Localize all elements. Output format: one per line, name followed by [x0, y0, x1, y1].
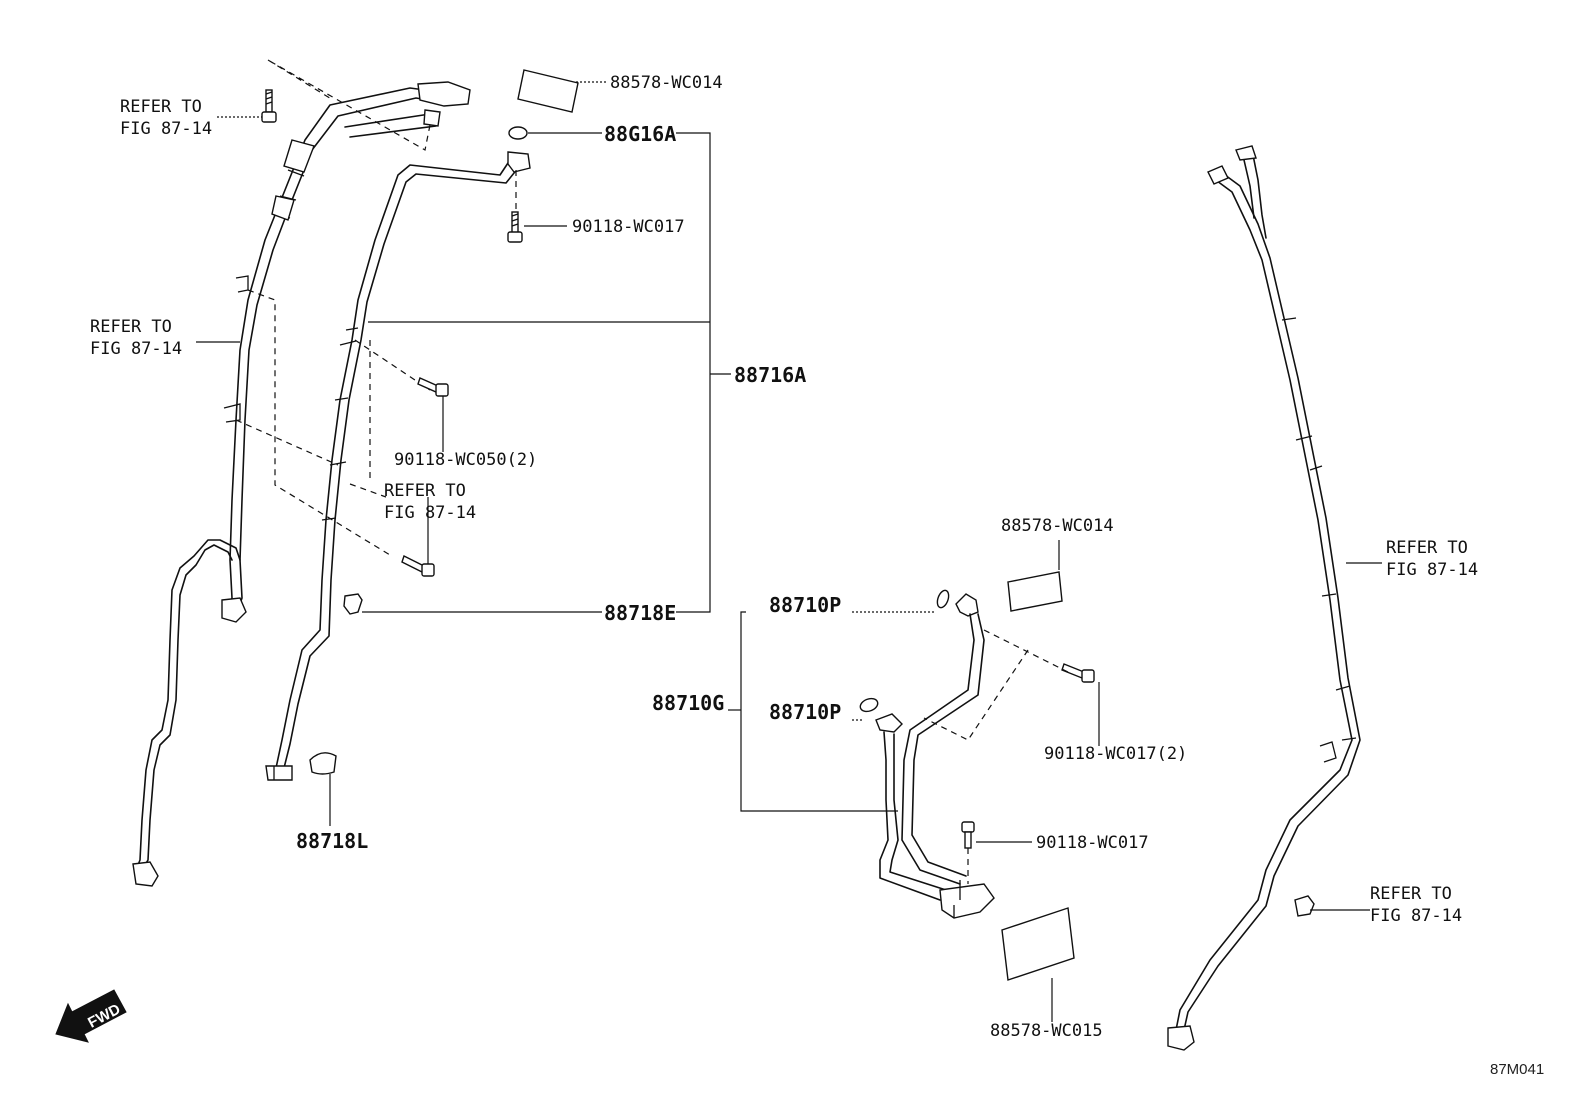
o-ring-icon — [936, 589, 950, 609]
part-number-label: 88578-WC014 — [1001, 516, 1114, 536]
bolt-icon — [417, 377, 449, 397]
part-number-label: 88710P — [769, 700, 841, 724]
gasket-sheet-icon — [1007, 571, 1063, 612]
part-number-label: 88718E — [604, 601, 676, 625]
part-number-label: 88578-WC014 — [610, 73, 723, 93]
part-number-label: 88G16A — [604, 122, 676, 146]
refer-label: REFER TO — [120, 97, 202, 117]
o-ring-icon — [508, 126, 528, 140]
refer-label: REFER TO — [90, 317, 172, 337]
part-number-label: 88718L — [296, 829, 368, 853]
part-number-label: 90118-WC017 — [1036, 833, 1149, 853]
leader-lines — [196, 81, 1382, 1022]
left-pipe-assembly — [132, 81, 471, 887]
part-number-label: 88716A — [734, 363, 806, 387]
lower-pipe-assembly — [875, 593, 995, 919]
clip-icon — [343, 593, 363, 615]
center-pipe-assembly — [265, 151, 531, 781]
part-number-label: 90118-WC050(2) — [394, 450, 537, 470]
clip-icon — [1294, 895, 1315, 917]
diagram-code: 87M041 — [1490, 1061, 1544, 1078]
bolt-icon — [1061, 663, 1095, 683]
part-number-label: 88710P — [769, 593, 841, 617]
bolt-icon — [961, 821, 975, 849]
right-pipe-assembly — [1167, 145, 1361, 1051]
refer-label: REFER TO — [1370, 884, 1452, 904]
refer-label: FIG 87-14 — [384, 503, 476, 523]
refer-label: FIG 87-14 — [120, 119, 212, 139]
bolt-icon — [261, 89, 277, 123]
alignment-line — [235, 419, 339, 466]
alignment-line — [247, 289, 391, 556]
refer-label: REFER TO — [1386, 538, 1468, 558]
refer-label: FIG 87-14 — [1386, 560, 1478, 580]
gasket-sheet-icon — [1001, 907, 1075, 981]
part-number-label: 90118-WC017 — [572, 217, 685, 237]
cushion-icon — [309, 752, 337, 775]
bolt-icon — [507, 211, 523, 243]
part-number-label: 90118-WC017(2) — [1044, 744, 1187, 764]
refer-label: FIG 87-14 — [90, 339, 182, 359]
fwd-arrow-icon: FWD — [55, 989, 127, 1043]
refer-label: REFER TO — [384, 481, 466, 501]
gasket-sheet-icon — [517, 69, 579, 113]
part-number-label: 88578-WC015 — [990, 1021, 1103, 1041]
alignment-line — [354, 339, 431, 391]
refer-label: FIG 87-14 — [1370, 906, 1462, 926]
part-number-label: 88710G — [652, 691, 724, 715]
o-ring-icon — [859, 697, 879, 713]
bolt-icon — [401, 555, 435, 577]
alignment-line — [923, 629, 1069, 741]
alignment-line — [267, 59, 431, 151]
